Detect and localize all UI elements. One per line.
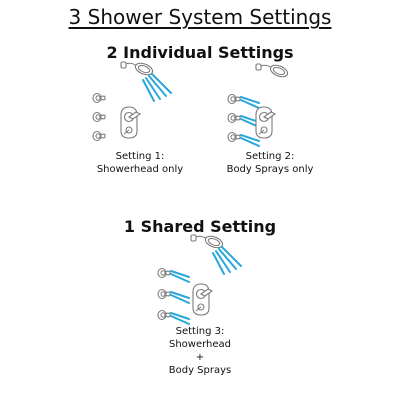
shower-valve-icon — [192, 283, 213, 316]
setting-1-caption: Setting 1: Showerhead only — [95, 150, 185, 176]
water-spray-icon — [142, 73, 172, 102]
setting-2-description: Body Sprays only — [226, 164, 314, 175]
setting-2-label: Setting 2: — [245, 151, 295, 162]
body-spray-icon — [92, 130, 106, 142]
setting-1-illustration — [92, 60, 172, 142]
body-spray-icon — [92, 111, 106, 123]
setting-2-illustration — [227, 62, 290, 147]
setting-3-description-line-1: Showerhead — [168, 339, 232, 350]
body-spray-icon — [157, 267, 171, 279]
body-spray-icon — [227, 131, 241, 143]
setting-3-illustration — [157, 233, 242, 325]
setting-1-label: Setting 1: — [115, 151, 165, 162]
shower-valve-icon — [255, 106, 276, 139]
setting-3-description-line-2: Body Sprays — [168, 365, 232, 376]
water-spray-icon — [170, 270, 190, 325]
setting-1-description: Showerhead only — [96, 164, 184, 175]
setting-3-caption: Setting 3: Showerhead + Body Sprays — [155, 325, 245, 377]
showerhead-icon — [120, 60, 155, 78]
body-spray-icon — [157, 288, 171, 300]
section-heading-shared: 1 Shared Setting — [123, 217, 277, 236]
body-spray-icon — [157, 309, 171, 321]
section-heading-individual: 2 Individual Settings — [106, 43, 294, 62]
body-spray-icon — [227, 112, 241, 124]
setting-3-label: Setting 3: — [175, 326, 225, 337]
setting-2-caption: Setting 2: Body Sprays only — [220, 150, 320, 176]
showerhead-icon — [255, 62, 290, 80]
shower-valve-icon — [120, 106, 141, 139]
page-title: 3 Shower System Settings — [68, 5, 332, 29]
body-spray-icon — [92, 92, 106, 104]
body-spray-icon — [227, 93, 241, 105]
showerhead-icon — [190, 233, 225, 251]
setting-3-plus: + — [195, 352, 205, 363]
water-spray-icon — [212, 246, 242, 275]
